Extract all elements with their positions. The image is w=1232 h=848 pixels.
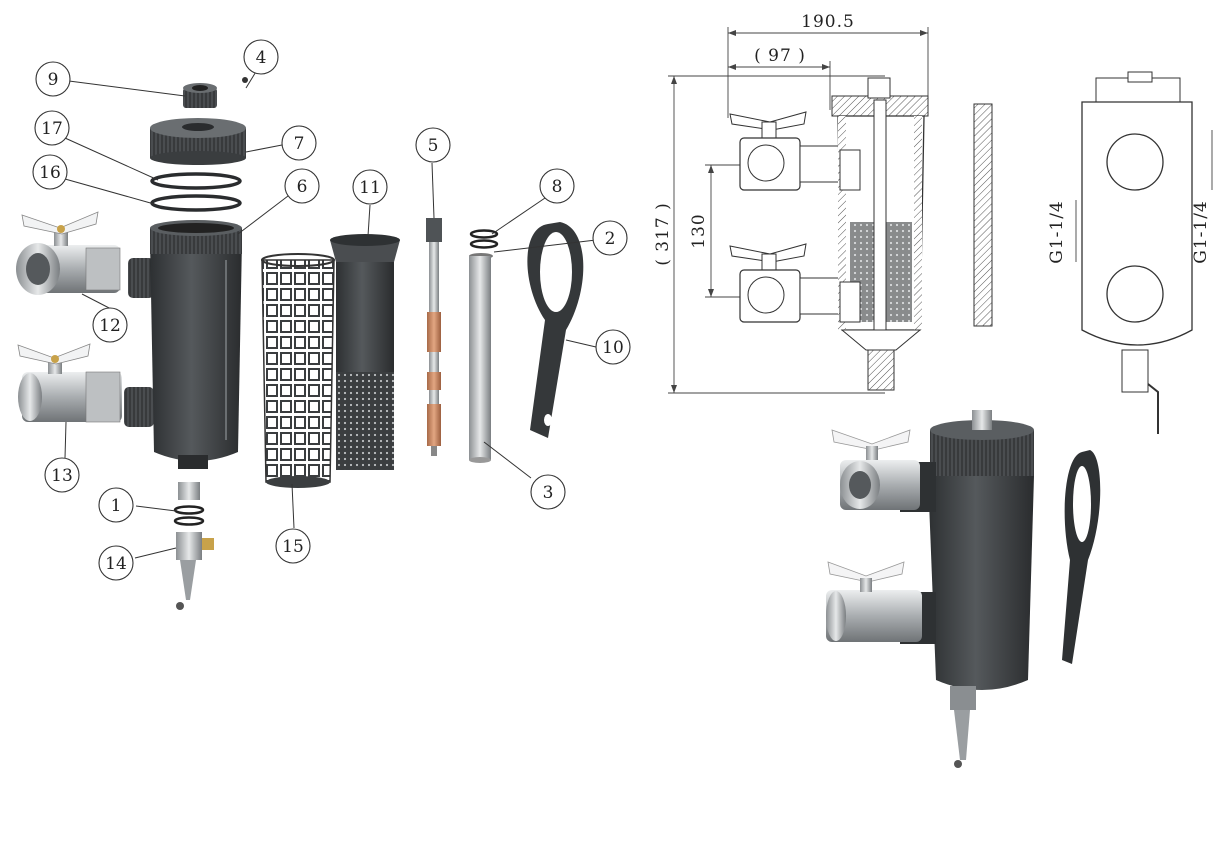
part-7-lid [150,118,246,165]
section-valve-bottom [729,243,841,323]
dim-overall-height: ( 317 ) [653,202,673,266]
section-drawing: 190.5 ( 97 ) ( 317 ) 130 [653,12,993,394]
callout-4: 4 [243,39,279,75]
part-12-ball-valve [16,211,121,295]
dim-overall-width: 190.5 [801,12,855,32]
callout-6: 6 [284,168,320,204]
callout-11: 11 [352,169,388,205]
part-6-filter-body [124,220,242,469]
side-view-drawing: G1-1/4 G1-1/4 [1047,71,1213,434]
svg-text:4: 4 [256,48,267,68]
section-housing [831,77,929,391]
part-16-oring [150,194,242,212]
dim-thread-left: G1-1/4 [1047,200,1067,264]
svg-text:15: 15 [282,537,304,557]
part-5-magnet-rod [426,218,442,456]
part-1-drain-adapter [173,482,205,526]
callout-3: 3 [530,474,566,510]
part-17-oring [150,172,242,190]
part-4-air-vent [242,77,248,83]
part-10-wrench [527,222,584,438]
part-11-perforated-filter [330,234,400,470]
svg-text:14: 14 [105,554,127,574]
svg-text:10: 10 [602,338,624,358]
svg-text:7: 7 [294,134,305,154]
callout-12: 12 [92,307,128,343]
callout-8: 8 [539,168,575,204]
callout-14: 14 [98,545,134,581]
part-15-mesh-cage [261,253,335,488]
callout-1: 1 [98,487,134,523]
callout-9: 9 [35,61,71,97]
dim-thread-right: G1-1/4 [1191,200,1211,264]
part-14-drain-valve [176,532,214,610]
assembled-view [826,410,1101,768]
part-8-orings [469,229,499,249]
callout-15: 15 [275,528,311,564]
svg-text:12: 12 [99,316,121,336]
svg-text:8: 8 [552,177,563,197]
part-13-ball-valve [17,343,122,423]
svg-text:6: 6 [297,177,308,197]
dim-half-width: ( 97 ) [754,46,806,66]
callout-16: 16 [32,154,68,190]
svg-text:11: 11 [359,178,381,198]
part-3-sleeve-tube [469,253,493,463]
svg-text:17: 17 [41,119,63,139]
svg-text:9: 9 [48,70,59,90]
svg-text:16: 16 [39,163,61,183]
callout-13: 13 [44,457,80,493]
section-valve-top [729,111,841,191]
section-gasket-strip [973,103,993,327]
callout-2: 2 [592,220,628,256]
svg-text:3: 3 [543,483,554,503]
dim-port-spacing: 130 [689,213,709,248]
exploded-view: 9 4 7 17 16 6 11 5 8 2 10 3 12 13 1 14 1… [16,39,631,610]
callout-17: 17 [34,110,70,146]
callout-7: 7 [281,125,317,161]
svg-text:2: 2 [605,229,616,249]
svg-text:1: 1 [111,496,122,516]
svg-text:5: 5 [428,136,439,156]
callout-5: 5 [415,127,451,163]
callout-10: 10 [595,329,631,365]
svg-text:13: 13 [51,466,73,486]
part-9-cap-nut [183,83,217,108]
